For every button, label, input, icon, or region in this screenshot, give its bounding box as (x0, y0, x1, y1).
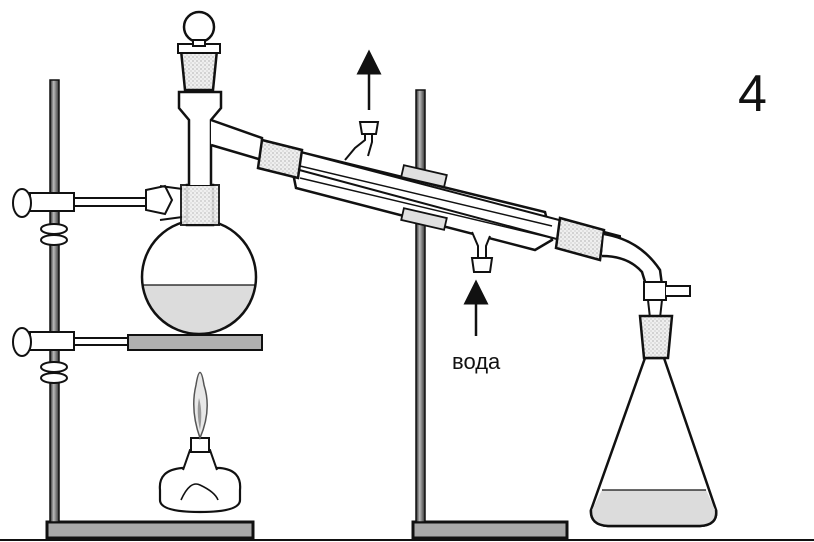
top-stopper (181, 50, 217, 90)
adapter-stopper (556, 218, 604, 260)
right-stand-rod (416, 90, 425, 522)
right-stand (413, 90, 567, 538)
stopper-knob (184, 12, 214, 42)
receiver-stopper (640, 316, 672, 358)
wire-gauze (128, 335, 262, 350)
figure-number: 4 (738, 64, 767, 124)
left-stand-rod (50, 80, 59, 522)
round-bottom-flask (142, 12, 262, 334)
right-stand-base (413, 522, 567, 538)
receiving-flask (591, 316, 716, 526)
left-stand-base (47, 522, 253, 538)
spirit-lamp (160, 373, 240, 513)
condenser-stopper-left (258, 140, 302, 178)
adapter (556, 218, 690, 318)
upper-clamp (13, 186, 190, 245)
water-label: вода (452, 349, 500, 375)
